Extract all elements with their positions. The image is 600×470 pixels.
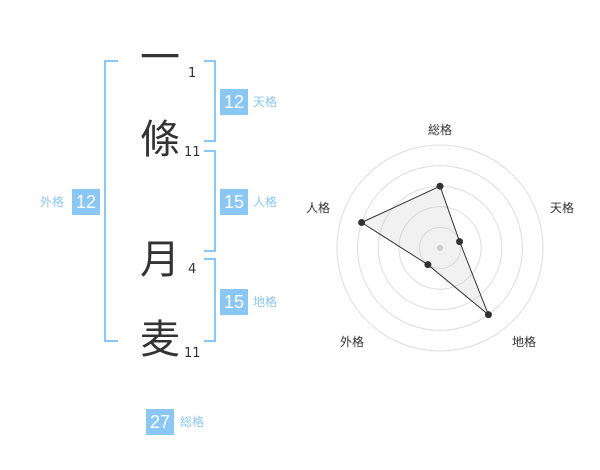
radar-point-3 [424, 261, 432, 269]
jinkaku-label: 人格 [253, 195, 278, 209]
radar-label-soukaku: 総格 [428, 123, 453, 137]
tenkaku-bracket [204, 60, 216, 142]
radar-grid-ring [377, 185, 503, 311]
radar-label-jinkaku: 人格 [306, 201, 331, 215]
radar-center-dot [437, 245, 443, 251]
stroke-count-3: 4 [188, 262, 197, 277]
gaikaku-label: 外格 [40, 195, 65, 209]
radar-polygon [360, 185, 489, 316]
stroke-count-2: 11 [184, 145, 201, 160]
name-char-1: 一 [140, 35, 180, 81]
radar-point-0 [436, 182, 444, 190]
soukaku-value: 27 [146, 409, 174, 435]
stroke-count-1: 1 [188, 66, 197, 81]
gaikaku-bracket [104, 60, 118, 342]
chikaku-value: 15 [220, 289, 248, 315]
radar-point-4 [358, 219, 366, 227]
radar-grid [336, 144, 544, 352]
gaikaku-value: 12 [72, 189, 100, 215]
jinkaku-value: 15 [220, 189, 248, 215]
radar-grid-ring [418, 226, 462, 270]
radar-grid-ring [336, 144, 544, 352]
radar-point-1 [456, 238, 464, 246]
radar-label-chikaku: 地格 [512, 335, 537, 349]
chikaku-label: 地格 [253, 295, 278, 309]
chikaku-bracket [204, 258, 216, 342]
radar-label-gaikaku: 外格 [340, 335, 365, 349]
radar-grid-ring [357, 165, 523, 331]
radar-point-2 [484, 311, 492, 319]
stroke-count-4: 11 [184, 346, 201, 361]
name-char-3: 月 [140, 237, 180, 283]
tenkaku-label: 天格 [253, 95, 278, 109]
jinkaku-bracket [204, 150, 216, 252]
radar-points [358, 182, 492, 319]
radar-grid-ring [398, 206, 482, 290]
soukaku-label: 総格 [180, 415, 205, 429]
tenkaku-value: 12 [220, 89, 248, 115]
radar-label-tenkaku: 天格 [550, 201, 575, 215]
name-char-4: 麦 [140, 317, 180, 363]
name-char-2: 條 [140, 117, 180, 163]
